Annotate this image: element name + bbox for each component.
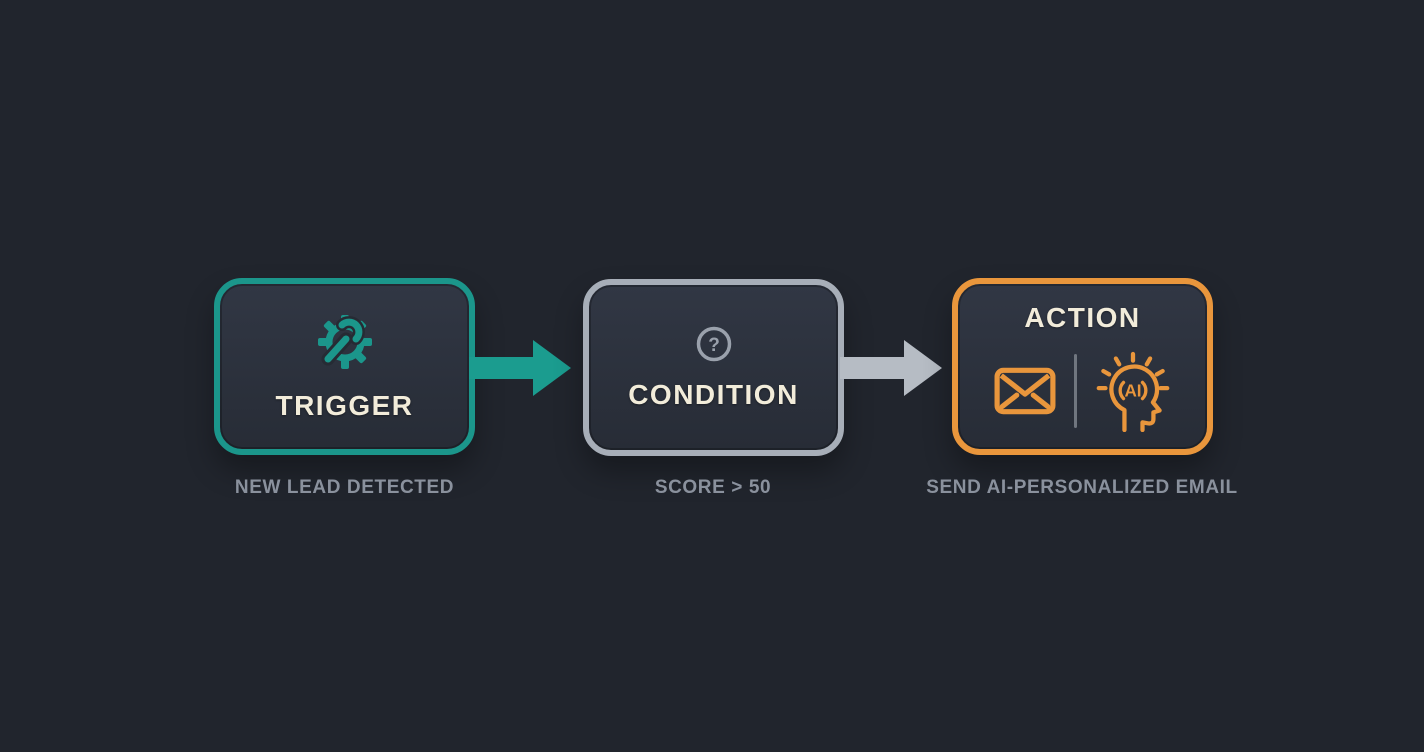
gear-wrench-icon: [317, 314, 372, 369]
trigger-title: TRIGGER: [275, 389, 414, 421]
envelope-icon: [994, 367, 1056, 414]
condition-caption: SCORE > 50: [654, 477, 772, 498]
question-circle-icon: ?: [696, 326, 731, 361]
arrow-trigger-to-condition: [469, 340, 571, 396]
trigger-caption: NEW LEAD DETECTED: [234, 477, 455, 498]
action-icon-row: AI: [994, 350, 1171, 432]
icon-divider: [1074, 353, 1077, 428]
question-glyph: ?: [708, 335, 720, 356]
trigger-node: TRIGGER: [214, 278, 475, 455]
arrow-condition-to-action: [840, 340, 942, 396]
condition-node: ? CONDITION: [583, 279, 844, 456]
action-caption: SEND AI-PERSONALIZED EMAIL: [926, 477, 1238, 498]
ai-label: AI: [1124, 381, 1141, 400]
action-node: ACTION: [952, 278, 1213, 455]
condition-title: CONDITION: [628, 378, 799, 410]
ai-head-icon: AI: [1096, 351, 1170, 432]
action-title: ACTION: [1024, 301, 1141, 333]
